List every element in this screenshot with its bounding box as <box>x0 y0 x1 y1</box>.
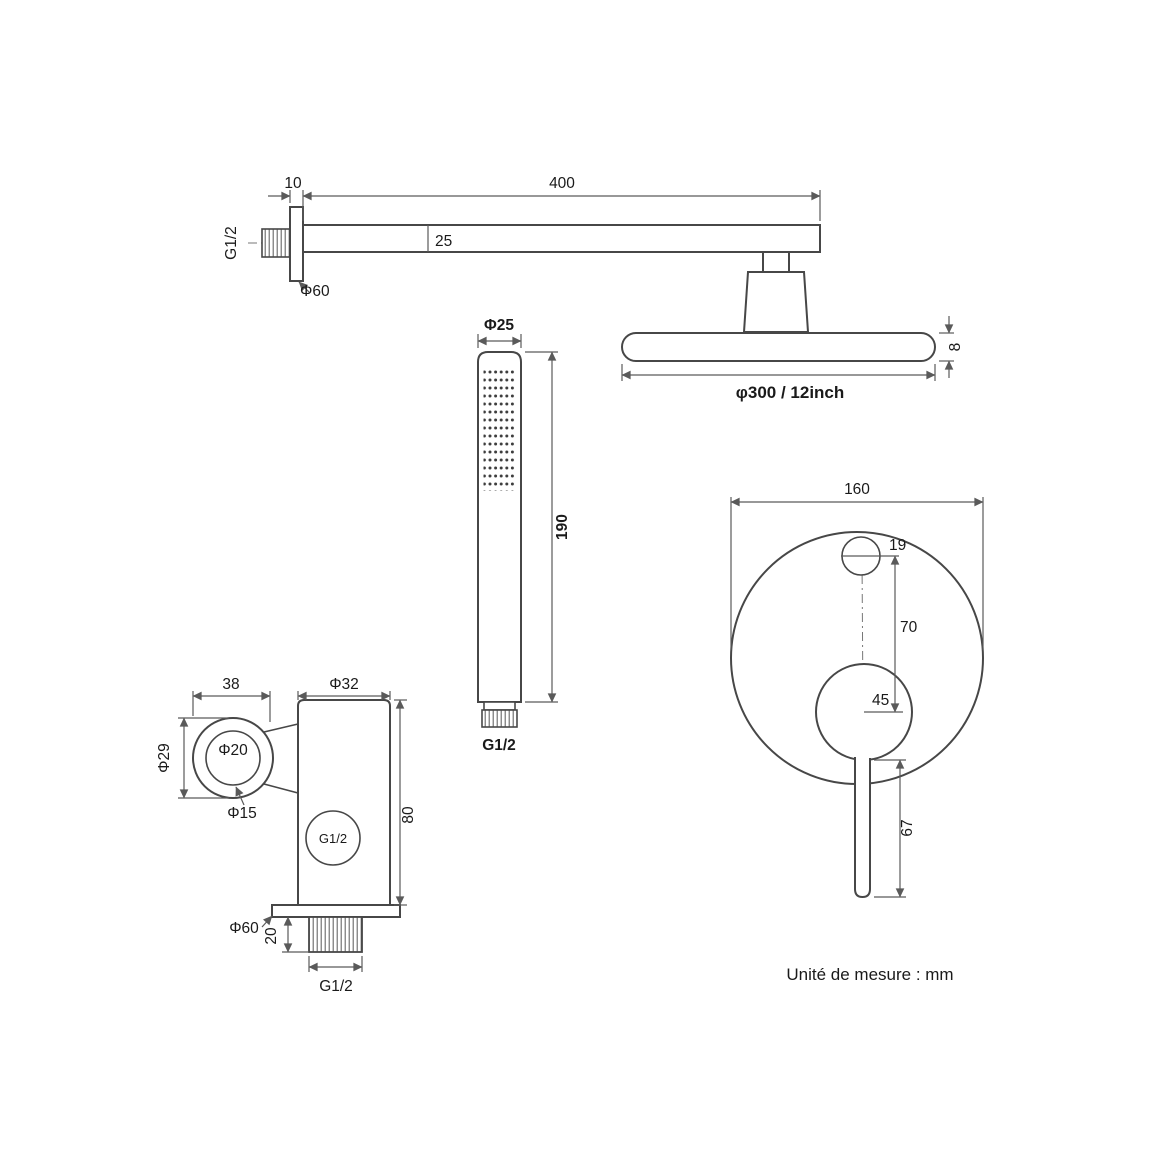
arm-bar <box>302 224 821 253</box>
outlet-bottom-thread <box>308 916 363 953</box>
hand-shower-drawing: Φ25 190 G1/2 <box>477 317 571 754</box>
outlet-body-diameter-label: Φ32 <box>329 676 359 693</box>
arm-flange-label: Φ60 <box>300 283 330 300</box>
arm-offset-label: 10 <box>284 175 302 192</box>
outlet-pin-label: Φ15 <box>227 805 257 822</box>
mixer-spacing-label: 70 <box>900 619 918 636</box>
arm-length-label: 400 <box>549 175 575 192</box>
mixer-drawing: 19 45 70 67 160 <box>730 481 984 899</box>
arm-head-neck <box>762 251 790 273</box>
outlet-port-circle <box>305 810 361 866</box>
outlet-body-height-label: 80 <box>400 806 417 824</box>
mixer-plate-diameter-label: 160 <box>844 481 870 498</box>
hand-shower-thread <box>481 709 518 728</box>
shower-arm-drawing: 25 10 400 G1/2 Φ60 <box>223 175 821 333</box>
mixer-cartridge-label: 45 <box>872 692 889 709</box>
outlet-port-thread-label: G1/2 <box>319 831 347 846</box>
mixer-handle-length-label: 67 <box>899 819 916 836</box>
arm-head-collar <box>742 271 810 333</box>
hand-shower-spray-face <box>483 367 516 491</box>
shower-head-drawing: 8 φ300 / 12inch <box>621 316 964 402</box>
mixer-handle <box>854 757 871 899</box>
outlet-bracket-width-label: 38 <box>222 676 239 693</box>
head-thickness-label: 8 <box>947 343 964 352</box>
mixer-top-hole-label: 19 <box>889 537 906 554</box>
outlet-ring-inner <box>205 730 261 786</box>
outlet-body <box>297 699 391 906</box>
outlet-thread-length-label: 20 <box>263 927 280 945</box>
outlet-ring-inner-label: Φ20 <box>218 742 248 759</box>
outlet-flange-label: Φ60 <box>229 920 259 937</box>
hand-shower-length-label: 190 <box>554 514 571 540</box>
hand-shower-thread-label: G1/2 <box>482 737 516 754</box>
head-diameter-label: φ300 / 12inch <box>736 383 845 402</box>
arm-wall-thread <box>261 228 291 258</box>
unit-note: Unité de mesure : mm <box>786 965 953 984</box>
outlet-ring-outer-label: Φ29 <box>156 743 173 773</box>
outlet-bottom-thread-label: G1/2 <box>319 978 353 995</box>
hand-shower-collar <box>483 701 516 711</box>
shower-head-disc <box>621 332 936 362</box>
hand-shower-diameter-label: Φ25 <box>484 317 514 334</box>
outlet-flange <box>271 904 401 918</box>
arm-height-label: 25 <box>435 233 452 250</box>
arm-thread-label: G1/2 <box>223 226 240 260</box>
outlet-drawing: G1/2 38 Φ32 Φ29 Φ20 Φ15 80 Φ60 <box>156 676 417 995</box>
arm-wall-plate <box>289 206 304 282</box>
